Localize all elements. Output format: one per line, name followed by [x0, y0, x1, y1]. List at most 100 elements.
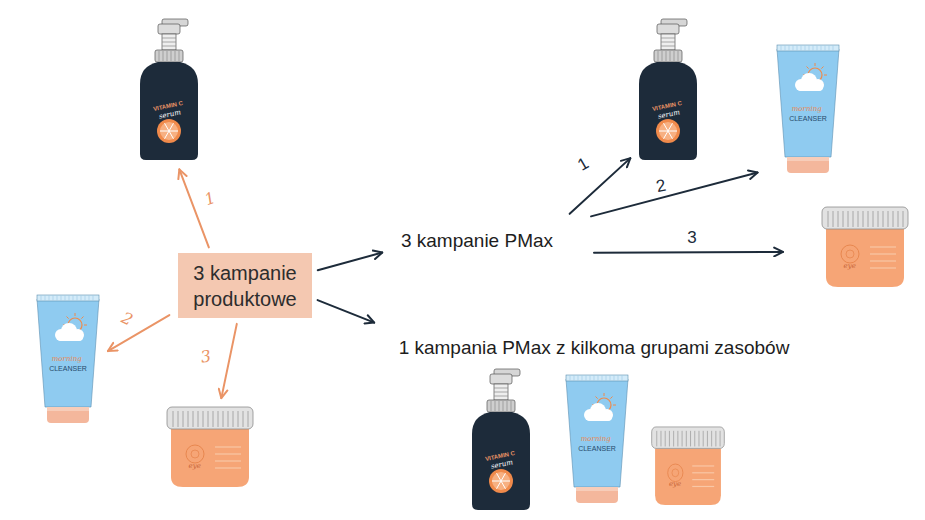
lid-stripe: [898, 211, 899, 227]
flow-arrow: [594, 251, 783, 254]
cream-jar: eye: [820, 205, 910, 287]
lid-stripe: [694, 431, 695, 447]
crimp-stripe: [65, 296, 66, 301]
label-emblem-core: [846, 250, 854, 258]
crimp-stripe: [61, 296, 62, 301]
orange-slice: [656, 119, 680, 143]
lid-stripe: [198, 411, 199, 427]
collar-stripe: [511, 401, 512, 411]
crimp-stripe: [785, 46, 786, 51]
label-line: [215, 460, 241, 461]
lid-stripe: [838, 211, 839, 227]
lid-stripe: [690, 431, 691, 447]
slice-segment: [165, 123, 170, 131]
crimp-stripe: [73, 296, 74, 301]
lid-stripe: [707, 431, 708, 447]
lid-stripe: [673, 431, 674, 447]
crimp-stripe: [598, 376, 599, 381]
label-line: [215, 446, 241, 447]
slice-segment: [668, 131, 673, 139]
sun-ray: [67, 317, 69, 319]
slice-segment: [497, 473, 502, 481]
cap-band: [787, 157, 829, 161]
crimp-stripe: [594, 376, 595, 381]
callout-number: 1: [202, 190, 217, 209]
lid-stripe: [878, 211, 879, 227]
pump-stripe: [661, 42, 675, 43]
sun-ray: [613, 405, 616, 406]
crimp-stripe: [53, 296, 54, 301]
cream-jar-drawing: [650, 425, 726, 505]
lid-stripe: [218, 411, 219, 427]
slice-segment: [664, 123, 669, 131]
lid-stripe: [203, 411, 204, 427]
product-label: morning: [792, 106, 822, 113]
crimp-stripe: [81, 296, 82, 301]
lid-stripe: [223, 411, 224, 427]
lid-stripe: [868, 211, 869, 227]
collar-stripe: [670, 51, 671, 61]
lid-stripe: [848, 211, 849, 227]
lid-stripe: [888, 211, 889, 227]
slice-segment: [668, 123, 673, 131]
pump-stripe: [494, 392, 508, 393]
label-emblem: [186, 445, 204, 463]
label-line: [870, 260, 896, 261]
product-label: eye: [844, 262, 856, 269]
flow-arrow: [591, 172, 758, 216]
pump-stem: [661, 34, 675, 50]
pump-head: [158, 24, 180, 34]
collar-stripe: [674, 51, 675, 61]
sun-ray: [596, 397, 598, 399]
lid-stripe: [243, 411, 244, 427]
product-label: CLEANSER: [49, 364, 87, 371]
product-label: eye: [669, 481, 681, 488]
slice-segment: [169, 131, 174, 139]
tube-crimp: [566, 375, 628, 381]
orange-flesh: [659, 122, 677, 140]
sun-ray: [81, 317, 83, 319]
lid-stripe: [173, 411, 174, 427]
label-line: [870, 267, 896, 268]
crimp-stripe: [77, 296, 78, 301]
lid-stripe: [903, 211, 904, 227]
lid-stripe: [863, 211, 864, 227]
slice-segment: [664, 131, 669, 139]
crimp-stripe: [574, 376, 575, 381]
jar-lid: [652, 427, 725, 448]
lid-stripe: [833, 211, 834, 227]
slice-segment: [501, 473, 506, 481]
lid-stripe: [656, 431, 657, 447]
product-label: eye: [189, 462, 201, 469]
orange-flesh: [160, 122, 178, 140]
cream-jar: eye: [650, 425, 726, 505]
crimp-stripe: [797, 46, 798, 51]
tube-crimp: [37, 295, 99, 301]
jar-lid: [167, 407, 253, 429]
lid-stripe: [893, 211, 894, 227]
bottle-body: [140, 62, 198, 160]
bottle-body: [639, 62, 697, 160]
tube-body: [566, 379, 628, 487]
crimp-stripe: [578, 376, 579, 381]
orange-flesh: [492, 472, 510, 490]
slice-segment: [501, 481, 506, 489]
crimp-stripe: [789, 46, 790, 51]
jar-lid: [822, 207, 908, 229]
pump-head: [490, 374, 512, 384]
tube-cap: [787, 157, 829, 173]
cleanser-tube: morningCLEANSER: [35, 295, 101, 423]
product-label: CLEANSER: [578, 444, 616, 451]
crimp-stripe: [41, 296, 42, 301]
serum-bottle-drawing: [470, 368, 532, 510]
sun-ray: [807, 67, 809, 69]
cloud-base: [797, 83, 823, 91]
crimp-stripe: [85, 296, 86, 301]
lid-stripe: [843, 211, 844, 227]
lid-stripe: [213, 411, 214, 427]
cap-band: [576, 487, 618, 491]
flow-arrow: [318, 252, 383, 270]
crimp-stripe: [825, 46, 826, 51]
collar-stripe: [491, 401, 492, 411]
lid-stripe: [183, 411, 184, 427]
